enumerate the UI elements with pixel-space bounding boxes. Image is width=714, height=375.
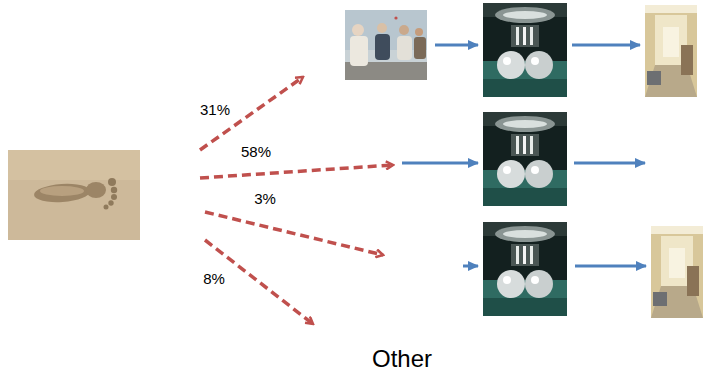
percentage-label: 31%	[200, 102, 230, 119]
percentage-label: 8%	[203, 271, 225, 288]
percentage-label: 3%	[254, 191, 276, 208]
percentage-label: 58%	[241, 144, 271, 161]
category-label: Other	[372, 346, 432, 372]
